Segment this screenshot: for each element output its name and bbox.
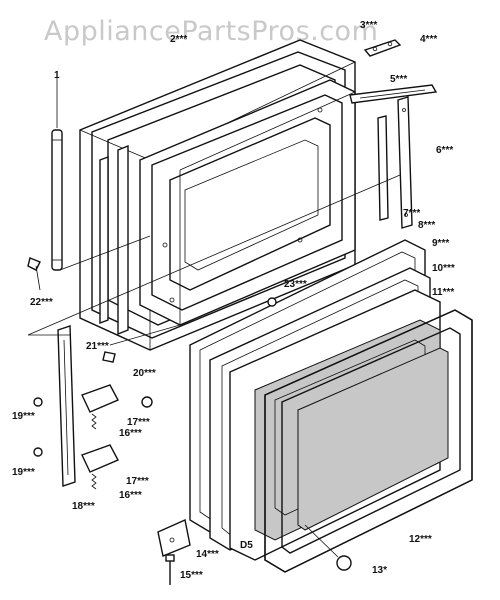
label-16b: 16*** [119, 490, 142, 501]
label-13: 13* [372, 565, 387, 576]
upper-side-strip [99, 144, 129, 336]
hinge-14 [157, 519, 191, 557]
spring-16a [91, 413, 97, 430]
assembly-guide-lines [27, 174, 401, 346]
label-17b: 17*** [126, 476, 149, 487]
label-20: 20*** [133, 368, 156, 379]
label-22: 22*** [30, 297, 53, 308]
bushing-19b [33, 447, 43, 457]
label-17a: 17*** [127, 417, 150, 428]
label-19b: 19*** [12, 467, 35, 478]
label-16a: 16*** [119, 428, 142, 439]
screw-15 [165, 554, 175, 585]
label-14: 14*** [196, 549, 219, 560]
top-bracket-3 [363, 39, 402, 57]
watermark-text: AppliancePartsPros.com [44, 16, 379, 47]
label-10: 10*** [432, 263, 455, 274]
label-15: 15*** [180, 570, 203, 581]
label-23: 23*** [284, 279, 307, 290]
label-8: 8*** [418, 220, 435, 231]
bushing-19a [33, 397, 43, 407]
hinge-bracket-17b [81, 444, 119, 473]
right-side-bar-6 [397, 96, 413, 229]
label-21: 21*** [86, 341, 109, 352]
label-9: 9*** [432, 238, 449, 249]
hinge-bracket-17a [81, 384, 119, 413]
top-bracket-5 [349, 84, 438, 104]
label-7: 7*** [403, 208, 420, 219]
label-6: 6*** [436, 145, 453, 156]
screw-22 [27, 257, 41, 291]
diagram-code: D5 [240, 540, 253, 551]
label-4: 4*** [420, 34, 437, 45]
knob-13 [304, 524, 352, 571]
label-5: 5*** [390, 74, 407, 85]
right-side-bar-7 [377, 115, 389, 221]
label-12: 12*** [409, 534, 432, 545]
door-trim-12 [264, 309, 473, 573]
screw-23 [267, 297, 277, 307]
label-18: 18*** [72, 501, 95, 512]
spring-16b [91, 473, 97, 490]
nut-20 [141, 396, 153, 408]
screw-21 [102, 351, 116, 363]
label-3: 3*** [360, 20, 377, 31]
label-11: 11*** [432, 287, 454, 298]
label-1: 1 [54, 70, 60, 81]
label-2: 2*** [170, 34, 187, 45]
label-19a: 19*** [12, 411, 35, 422]
left-vertical-rod [51, 75, 63, 271]
hinge-arm-18 [57, 325, 76, 487]
